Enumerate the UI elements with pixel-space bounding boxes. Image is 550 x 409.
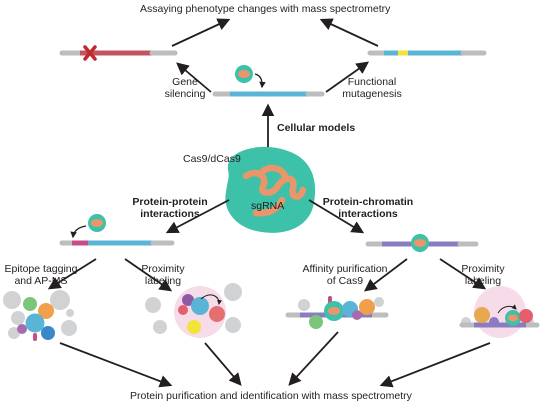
- ppi-line2: interactions: [140, 208, 200, 220]
- sgrna-strand: [242, 164, 307, 217]
- protein-chromatin-label: Protein-chromatin interactions: [318, 196, 418, 220]
- arrow-apms-to-ms: [59, 342, 173, 388]
- arrow-silencing-to-assay: [171, 18, 231, 47]
- cas9-complex: [225, 146, 316, 233]
- functional-mutagenesis-line2: mutagenesis: [342, 88, 402, 100]
- proximity-right-line2: labeling: [464, 275, 502, 287]
- arrow-mutagenesis-to-assay: [319, 18, 379, 47]
- functional-mutagenesis-line1: Functional: [347, 76, 397, 88]
- proximity-left-line2: labeling: [144, 275, 182, 287]
- cellular-models-label: Cellular models: [277, 122, 356, 134]
- affinity-purification-label: Affinity purification of Cas9: [293, 263, 397, 287]
- pci-line1: Protein-chromatin: [322, 196, 414, 208]
- arrow-cas9-to-pci: [308, 199, 365, 234]
- proximity-labeling-right-label: Proximity labeling: [455, 263, 511, 287]
- arrow-model-to-mutagenesis: [325, 61, 370, 93]
- top-title: Assaying phenotype changes with mass spe…: [140, 3, 391, 15]
- gene-silencing-line2: silencing: [164, 88, 206, 100]
- proximity-labeling-left-label: Proximity labeling: [135, 263, 191, 287]
- affinity-line1: Affinity purification: [302, 263, 388, 275]
- arrow-to-proximity-right: [439, 258, 487, 290]
- cas9-small-icon: [88, 214, 106, 232]
- proximity-labeling-right: [459, 286, 540, 338]
- arrow-to-affinity: [363, 258, 408, 292]
- mutated-gene-dna: [367, 50, 487, 56]
- arrow-to-proximity-left: [124, 258, 173, 292]
- knockout-x-icon: [83, 45, 97, 61]
- cas9-binding-arrow: [254, 73, 266, 89]
- proximity-right-line1: Proximity: [461, 263, 505, 275]
- affinity-line2: of Cas9: [326, 275, 364, 287]
- epitope-line1: Epitope tagging: [4, 263, 78, 275]
- sgrna-label: sgRNA: [251, 200, 285, 212]
- arrow-proxleft-to-ms: [204, 342, 242, 386]
- arrow-to-ap-ms: [47, 258, 97, 290]
- affinity-purification-complex: [285, 296, 389, 329]
- proximity-labeling-left: [145, 283, 242, 338]
- functional-mutagenesis-label: Functional mutagenesis: [337, 76, 407, 100]
- pci-line2: interactions: [338, 208, 398, 220]
- cas9-dcas9-label: Cas9/dCas9: [183, 153, 241, 165]
- protein-protein-label: Protein-protein interactions: [125, 196, 215, 220]
- cas9-small-icon: [235, 65, 253, 83]
- epitope-tagging-label: Epitope tagging and AP-MS: [0, 263, 82, 287]
- ppi-line1: Protein-protein: [132, 196, 208, 208]
- silenced-gene-dna: [59, 45, 178, 61]
- gene-silencing-label: Gene silencing: [160, 76, 210, 100]
- ap-ms-protein-cluster: [3, 290, 77, 341]
- arrow-model-to-silencing: [176, 62, 212, 93]
- arrow-cas9-to-ppi: [165, 199, 230, 234]
- bottom-title: Protein purification and identification …: [130, 390, 412, 402]
- tag-insertion-arrow: [70, 225, 87, 239]
- arrow-affinity-to-ms: [288, 331, 339, 386]
- epitope-line2: and AP-MS: [14, 275, 68, 287]
- gene-silencing-line1: Gene: [172, 76, 198, 88]
- dcas9-bound-icon: [411, 234, 429, 252]
- proximity-left-line1: Proximity: [141, 263, 185, 275]
- arrow-proxright-to-ms: [379, 342, 491, 388]
